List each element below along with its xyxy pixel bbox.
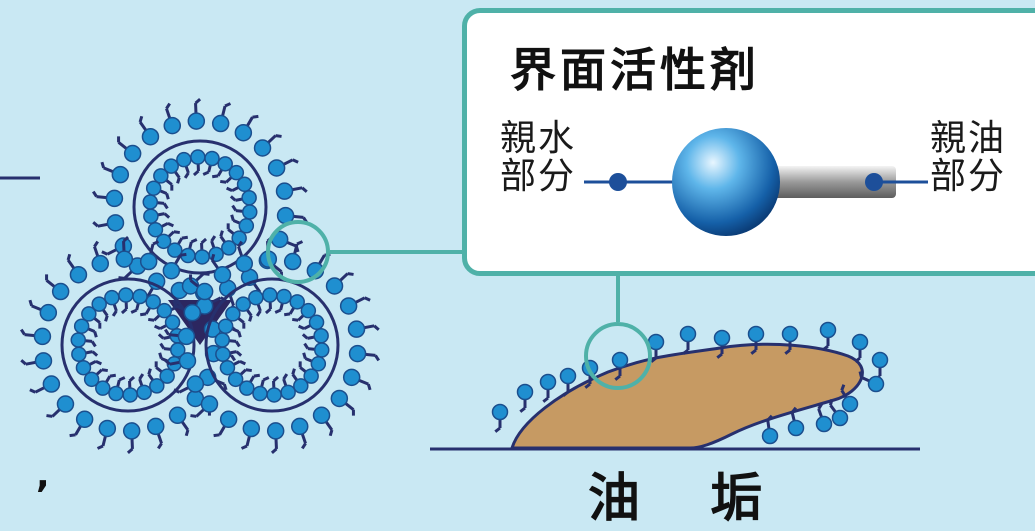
lipophilic-dot — [865, 173, 883, 191]
lipophilic-label-line2: 部分 — [930, 158, 1030, 196]
hydrophilic-label: 親水 部分 — [500, 120, 600, 196]
hydrophilic-dot — [609, 173, 627, 191]
oil-grime-label: 油 垢 — [588, 456, 788, 531]
hydrophilic-label-line2: 部分 — [500, 158, 600, 196]
lipophilic-label: 親油 部分 — [930, 120, 1030, 196]
surfactant-title: 界面活性剤 — [510, 34, 760, 100]
molecule-head-sphere — [672, 128, 780, 236]
lipophilic-label-line1: 親油 — [930, 120, 1030, 158]
left-edge-mark: , — [36, 455, 50, 496]
hydrophilic-label-line1: 親水 — [500, 120, 600, 158]
